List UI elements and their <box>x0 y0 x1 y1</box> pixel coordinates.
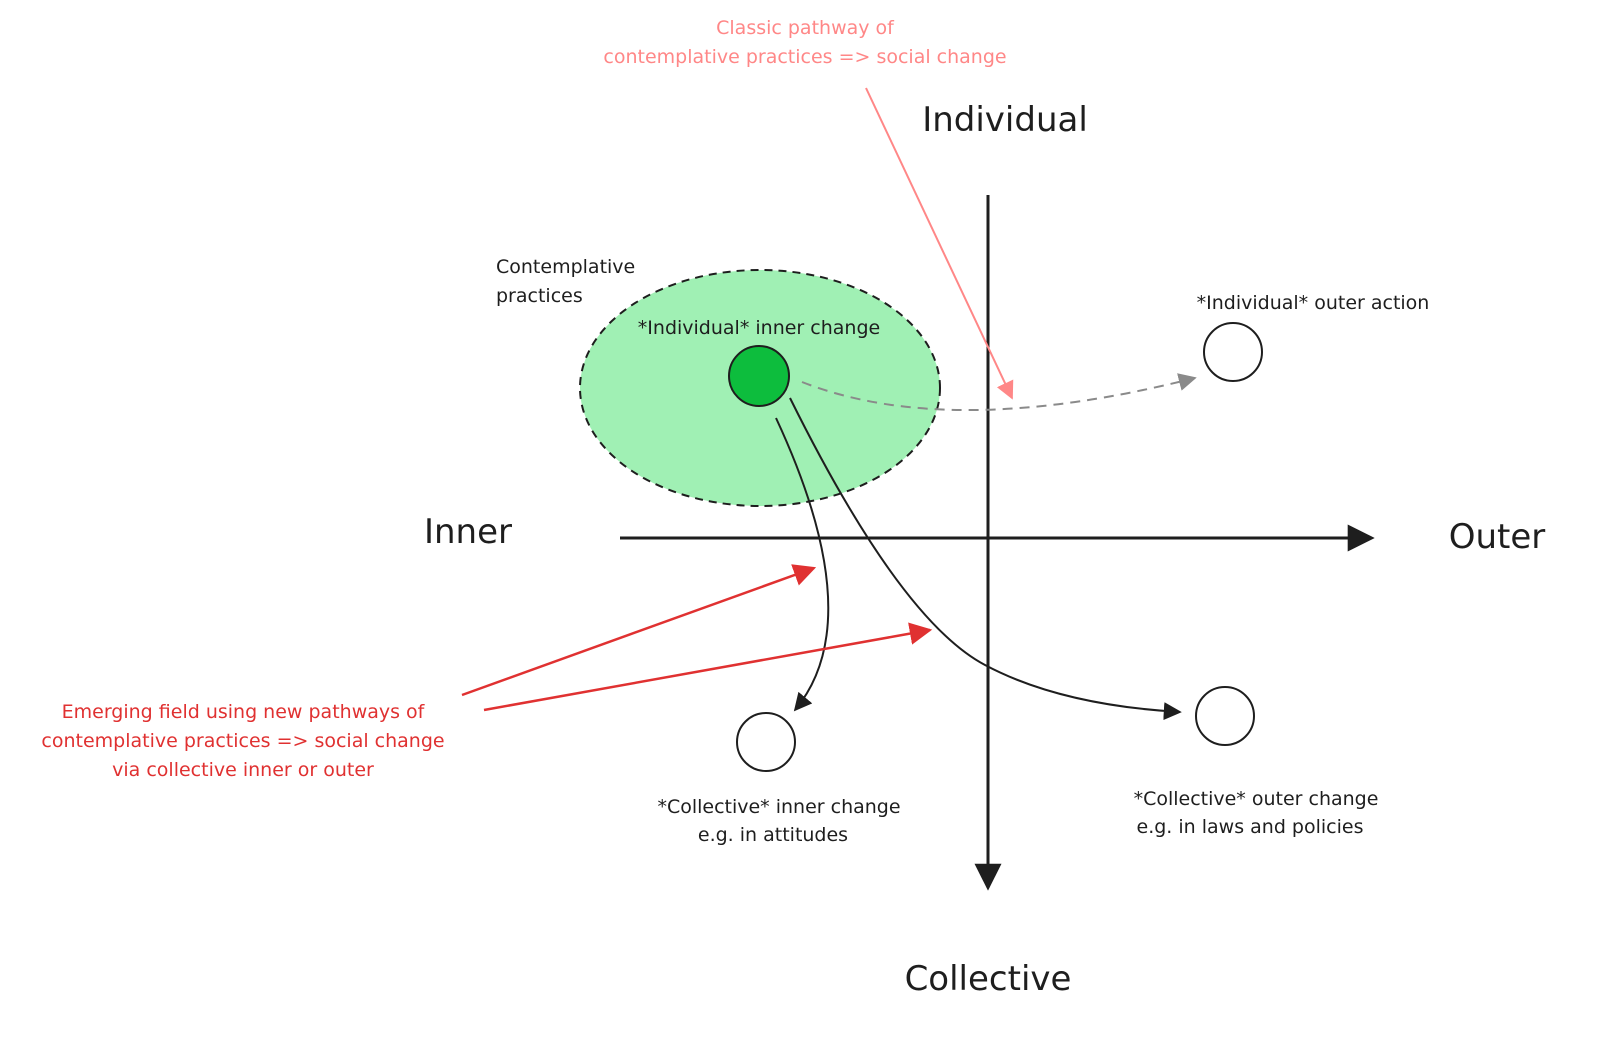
emerging-field-annotation-line3: via collective inner or outer <box>112 759 374 781</box>
emerging-pointer-inner <box>461 564 817 697</box>
emerging-field-annotation: Emerging field using new pathways of <box>62 701 426 723</box>
classic-pathway-pointer <box>865 87 1014 400</box>
emerging-field-annotation-line2: contemplative practices => social change <box>41 730 444 752</box>
contemplative-practices-label: Contemplative <box>496 256 635 278</box>
inner-to-collective-outer-arrow <box>789 397 1182 721</box>
emerging-pointer-outer <box>483 622 933 712</box>
axis-label-inner: Inner <box>424 512 512 552</box>
individual-outer-label: *Individual* outer action <box>1197 292 1430 314</box>
collective-outer-label: *Collective* outer change <box>1134 788 1379 810</box>
individual-inner-node <box>728 345 790 407</box>
classic-pathway-annotation-line2: contemplative practices => social change <box>603 46 1006 68</box>
collective-inner-node <box>736 712 796 772</box>
collective-inner-example: e.g. in attitudes <box>698 824 848 846</box>
axis-label-collective: Collective <box>905 959 1072 999</box>
individual-inner-label: *Individual* inner change <box>638 317 880 339</box>
classic-pathway-annotation: Classic pathway of <box>716 17 895 39</box>
classic-pathway-arrow <box>801 373 1197 412</box>
inner-to-collective-inner-arrow <box>775 417 830 712</box>
collective-outer-node <box>1195 686 1255 746</box>
individual-outer-node <box>1203 322 1263 382</box>
axis-label-outer: Outer <box>1449 517 1546 557</box>
contemplative-practices-label-line2: practices <box>496 285 583 307</box>
collective-inner-label: *Collective* inner change <box>657 796 900 818</box>
axis-label-individual: Individual <box>922 100 1088 140</box>
collective-outer-example: e.g. in laws and policies <box>1137 816 1364 838</box>
